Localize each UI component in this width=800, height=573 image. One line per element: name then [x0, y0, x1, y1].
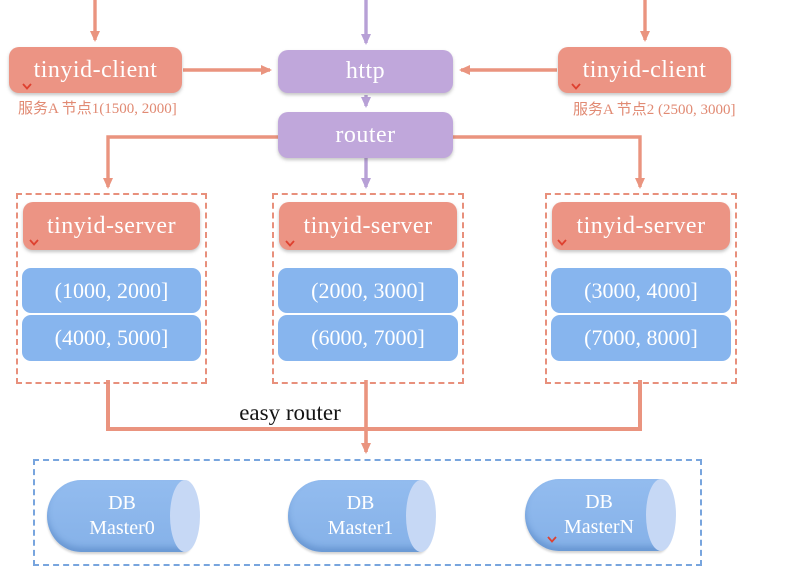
caption-client-right: 服务A 节点2 (2500, 3000] — [573, 102, 736, 118]
node-http: http — [278, 50, 453, 93]
node-label: tinyid-server — [46, 212, 177, 239]
db-line1: DB — [585, 491, 613, 513]
db-label: DB Master0 — [47, 480, 197, 552]
node-label: tinyid-server — [576, 212, 706, 239]
id-range-box: (6000, 7000] — [278, 315, 458, 361]
node-label: tinyid-client — [582, 56, 707, 83]
db-line2: Master0 — [89, 517, 155, 539]
node-label: tinyid-server — [303, 212, 433, 239]
db-line2: MasterN — [564, 516, 634, 538]
db-cylinder-master1: DB Master1 — [288, 480, 436, 552]
node-label: http — [345, 58, 386, 84]
db-cylinder-master0: DB Master0 — [47, 480, 200, 552]
node-label: tinyid-client — [33, 56, 158, 83]
arrow-router-to-server-right — [453, 135, 645, 189]
id-range-box: (7000, 8000] — [551, 315, 731, 361]
node-tinyid-server-1: tinyid-server — [23, 202, 200, 250]
arrow-router-to-server-left — [103, 135, 278, 189]
db-line1: DB — [346, 492, 375, 514]
db-line1: DB — [108, 492, 136, 514]
node-tinyid-server-3: tinyid-server — [552, 202, 730, 250]
id-range-box: (1000, 2000] — [22, 268, 201, 313]
node-router: router — [278, 112, 453, 158]
db-label: DB Master1 — [288, 480, 433, 552]
id-range-box: (3000, 4000] — [551, 268, 731, 313]
db-label: DB MasterN — [525, 479, 673, 551]
server-group-3: tinyid-server (3000, 4000] (7000, 8000] — [545, 193, 737, 384]
node-tinyid-server-2: tinyid-server — [279, 202, 457, 250]
db-line2: Master1 — [327, 517, 394, 539]
node-label: router — [335, 121, 396, 148]
node-tinyid-client-left: tinyid-client — [9, 47, 182, 93]
server-group-2: tinyid-server (2000, 3000] (6000, 7000] — [272, 193, 464, 384]
db-cylinder-masterN: DB MasterN — [525, 479, 676, 551]
id-range-box: (2000, 3000] — [278, 268, 458, 313]
server-group-1: tinyid-server (1000, 2000] (4000, 5000] — [16, 193, 207, 384]
caption-client-left: 服务A 节点1(1500, 2000] — [18, 101, 177, 117]
easy-router-label: easy router — [239, 400, 341, 425]
db-group — [33, 459, 702, 566]
id-range-box: (4000, 5000] — [22, 315, 201, 361]
node-tinyid-client-right: tinyid-client — [558, 47, 731, 93]
